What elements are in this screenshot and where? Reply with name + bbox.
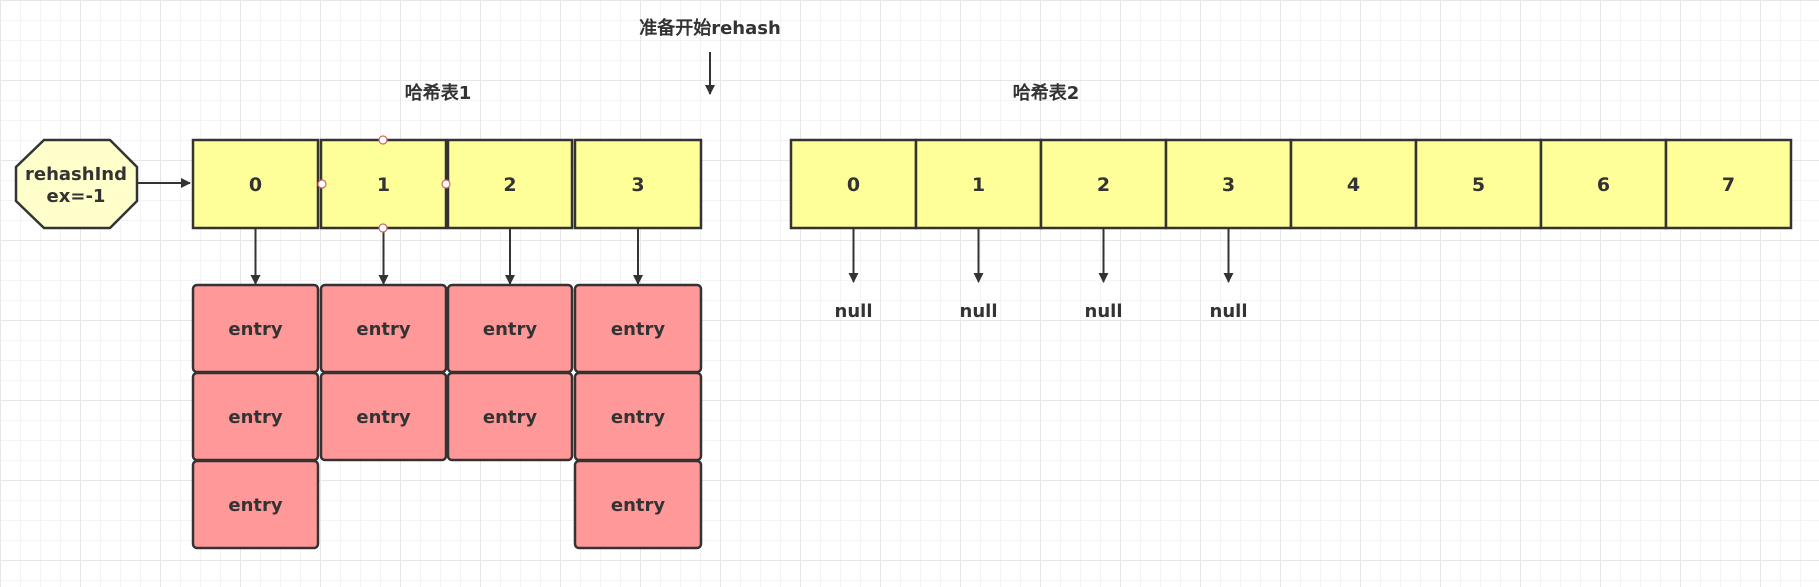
table1-entry-0-0: entry xyxy=(191,283,320,374)
table1-bucket-2: 2 xyxy=(446,138,574,230)
table1-entry-1-1-label: entry xyxy=(356,407,411,428)
table1-entry-3-2-label: entry xyxy=(611,495,666,516)
table2-bucket-2-label: 2 xyxy=(1097,174,1110,196)
table1-bucket-1-label: 1 xyxy=(377,174,390,196)
table2-arrows xyxy=(848,228,1234,283)
table2-bucket-5-label: 5 xyxy=(1472,174,1485,196)
table1-entry-0-2-label: entry xyxy=(228,495,283,516)
table2-bucket-0: 0 xyxy=(789,138,918,230)
table1-bucket-1: 1 xyxy=(319,138,448,230)
table2-bucket-6-box xyxy=(1539,138,1668,230)
table2-bucket-3: 3 xyxy=(1164,138,1293,230)
table1-entry-0-2-box xyxy=(191,459,320,550)
table1-title: 哈希表1 xyxy=(405,82,472,104)
table1-entry-1-1-box xyxy=(319,371,448,462)
table1-entry-0-0-label: entry xyxy=(228,319,283,340)
table2-bucket-7-label: 7 xyxy=(1722,174,1735,196)
table1-entry-1-0-label: entry xyxy=(356,319,411,340)
table2-bucket-7: 7 xyxy=(1664,138,1793,230)
table1-bucket-2-label: 2 xyxy=(503,174,516,196)
table2-null-0: null xyxy=(835,301,873,322)
table2-bucket-0-box xyxy=(789,138,918,230)
table2-bucket-5-box xyxy=(1414,138,1543,230)
table2-null-1: null xyxy=(960,301,998,322)
handle-left[interactable] xyxy=(317,179,327,189)
table1-bucket-0-box xyxy=(191,138,320,230)
table2-bucket-2: 2 xyxy=(1039,138,1168,230)
table2-bucket-0-label: 0 xyxy=(847,174,860,196)
table1-entry-0-1-label: entry xyxy=(228,407,283,428)
rehash-index-octagon xyxy=(14,138,139,230)
table1-buckets: 0 1 2 3 xyxy=(191,138,703,230)
table1-entry-2-0: entry xyxy=(446,283,574,374)
table2-bucket-3-label: 3 xyxy=(1222,174,1235,196)
table1-bucket-0: 0 xyxy=(191,138,320,230)
table2-bucket-4: 4 xyxy=(1289,138,1418,230)
table1-entry-0-2: entry xyxy=(191,459,320,550)
table1-entry-1-0: entry xyxy=(319,283,448,374)
rehash-start-label: 准备开始rehash xyxy=(639,17,781,39)
handle-right[interactable] xyxy=(441,179,451,189)
table2-null-3: null xyxy=(1210,301,1248,322)
table2-bucket-1-label: 1 xyxy=(972,174,985,196)
table1-bucket-3-label: 3 xyxy=(631,174,644,196)
table1-bucket-3: 3 xyxy=(573,138,703,230)
rehash-index-line2: ex=-1 xyxy=(47,186,106,207)
table1-entry-0-1: entry xyxy=(191,371,320,462)
rehash-index-node: rehashInd ex=-1 xyxy=(14,138,139,230)
table1-entry-2-1-label: entry xyxy=(483,407,538,428)
table1-arrows xyxy=(250,228,643,285)
table1-entry-3-0: entry xyxy=(573,283,703,374)
bucket-1-selection-handles[interactable] xyxy=(317,135,451,233)
table1-bucket-2-box xyxy=(446,138,574,230)
table1-entry-3-2-box xyxy=(573,459,703,550)
table1-bucket-0-label: 0 xyxy=(249,174,262,196)
table2-bucket-1: 1 xyxy=(914,138,1043,230)
table2-bucket-5: 5 xyxy=(1414,138,1543,230)
handle-bottom[interactable] xyxy=(378,223,388,233)
table1-entry-1-1: entry xyxy=(319,371,448,462)
table2-bucket-6-label: 6 xyxy=(1597,174,1610,196)
table1-entry-3-2: entry xyxy=(573,459,703,550)
table1-entry-2-1-box xyxy=(446,371,574,462)
table2-bucket-4-label: 4 xyxy=(1347,174,1360,196)
table1-entry-3-1: entry xyxy=(573,371,703,462)
table1-bucket-3-box xyxy=(573,138,703,230)
table1-entry-2-0-label: entry xyxy=(483,319,538,340)
table1-entry-2-1: entry xyxy=(446,371,574,462)
rehash-index-line1: rehashInd xyxy=(25,164,127,185)
table1-entry-3-1-label: entry xyxy=(611,407,666,428)
table2-null-2: null xyxy=(1085,301,1123,322)
table1-entry-3-0-label: entry xyxy=(611,319,666,340)
table2-bucket-1-box xyxy=(914,138,1043,230)
table2-bucket-6: 6 xyxy=(1539,138,1668,230)
table2-buckets: 0 1 2 3 4 5 6 7 xyxy=(789,138,1793,230)
table2-bucket-7-box xyxy=(1664,138,1793,230)
table1-entries: entry entry entry entry entry entry entry entry… xyxy=(191,283,703,550)
table2-title: 哈希表2 xyxy=(1013,82,1080,104)
table2-nulls: null null null null xyxy=(835,301,1248,322)
handle-top[interactable] xyxy=(378,135,388,145)
